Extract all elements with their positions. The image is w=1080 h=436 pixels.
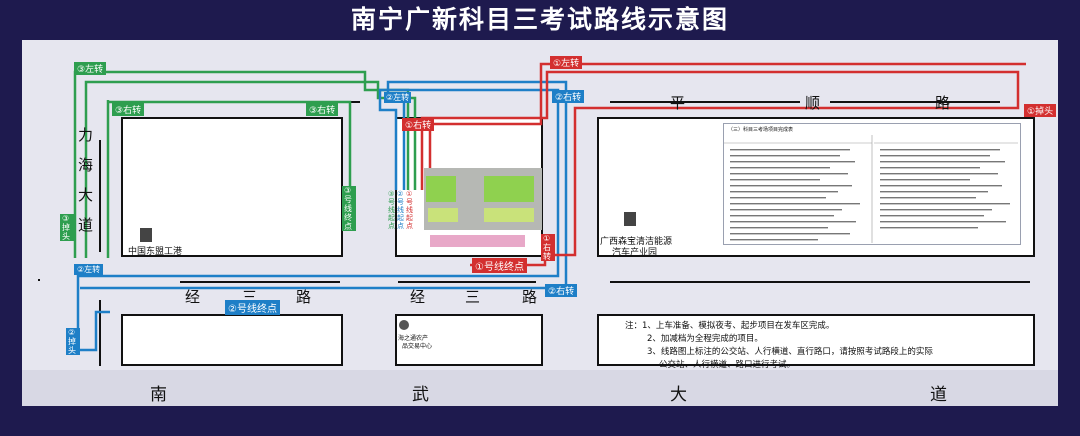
bottom-band xyxy=(0,406,1080,432)
label-r1-right: ①右转 xyxy=(402,118,435,131)
panel-lines xyxy=(724,135,1018,243)
label-r2-left-top: ②左转 xyxy=(384,92,412,103)
road-jingsan2-2: 三 xyxy=(465,288,481,306)
block-dongmeng xyxy=(121,117,343,257)
panel-title: （三）科目三考场项目完成表 xyxy=(728,127,794,133)
place-haizhitong-2: 品交易中心 xyxy=(402,343,433,350)
building-icon xyxy=(624,212,636,226)
panel-text-blocks xyxy=(730,149,1010,241)
exam-site-zone-a xyxy=(426,176,456,202)
label-r1-end: ①号线终点 xyxy=(472,258,527,273)
page-title: 南宁广新科目三考试路线示意图 xyxy=(350,5,729,34)
road-nanwu-1: 南 xyxy=(150,385,167,405)
road-lihai-4: 道 xyxy=(78,216,94,234)
road-jingsan2-1: 经 xyxy=(410,288,426,306)
label-r3-right: ③右转 xyxy=(112,103,145,116)
road-lihai-1: 力 xyxy=(78,126,94,144)
exam-site-zone-d xyxy=(484,208,534,222)
building-icon xyxy=(140,228,152,242)
road-nanwu-3: 大 xyxy=(670,385,687,405)
exam-site-zone-c xyxy=(428,208,458,222)
place-haizhitong-1: 海之通农产 xyxy=(398,335,429,342)
label-r3-right-2: ③右转 xyxy=(306,103,339,116)
label-r3-end: ③号线终点 xyxy=(342,186,356,231)
road-pingshun-1: 平 xyxy=(670,94,686,112)
road-jingsan-1: 经 xyxy=(185,288,201,306)
label-r2-uturn: ②掉头 xyxy=(66,328,80,355)
exam-site-zone-b xyxy=(484,176,534,202)
place-dongmeng: 中国东盟工港 xyxy=(128,247,183,257)
label-r2-right-bottom: ②右转 xyxy=(545,284,578,297)
note-line-2: 2、加减档为全程完成的项目。 xyxy=(647,334,763,344)
label-r3-start: ③号线起点 xyxy=(388,190,395,230)
road-nanwu-2: 武 xyxy=(412,385,429,405)
nanwu-road xyxy=(22,370,1058,406)
title-band xyxy=(0,0,1080,40)
road-lihai-3: 大 xyxy=(78,186,94,204)
notes-block: 注：1、上车准备、模拟夜考、起步项目在发车区完成。 2、加减档为全程完成的项目。… xyxy=(625,320,985,372)
label-r1-left: ①左转 xyxy=(550,56,583,69)
block-notes xyxy=(597,314,1035,366)
project-table-panel: （三）科目三考场项目完成表 xyxy=(723,123,1021,245)
label-r1-right-vertical: ①右转 xyxy=(541,234,555,261)
place-guangxi-2: 汽车产业园 xyxy=(612,248,658,258)
road-pingshun-2: 顺 xyxy=(805,94,821,112)
label-r2-right: ②右转 xyxy=(552,90,585,103)
place-guangxi-1: 广西森宝清洁能源 xyxy=(600,237,673,247)
block-haizhitong xyxy=(395,314,543,366)
note-line-3: 3、线路图上标注的公交站、人行横道、直行路口，请按照考试路段上的实际 xyxy=(647,347,933,357)
road-jingsan-3: 路 xyxy=(296,288,312,306)
label-r2-left: ②左转 xyxy=(74,264,104,275)
road-jingsan2-3: 路 xyxy=(522,288,538,306)
road-nanwu-4: 道 xyxy=(930,385,947,405)
road-lihai-2: 海 xyxy=(78,156,94,174)
exam-site-building xyxy=(430,235,525,247)
panel-rows xyxy=(724,135,1018,243)
block-sw xyxy=(121,314,343,366)
label-r3-uturn: ③掉头 xyxy=(60,214,74,241)
label-r1-start: ①号线起点 xyxy=(406,190,413,230)
location-icon xyxy=(399,320,409,330)
note-line-4: 公交站、人行横道、路口进行考试。 xyxy=(659,360,796,370)
road-pingshun-3: 路 xyxy=(935,94,951,112)
label-r3-left: ③左转 xyxy=(74,62,107,75)
label-r1-uturn: ①掉头 xyxy=(1024,104,1057,117)
route-3-line xyxy=(73,70,417,258)
label-r2-start: ②号线起点 xyxy=(397,190,404,230)
label-r2-end: ②号线终点 xyxy=(225,300,280,315)
note-line-1: 注：1、上车准备、模拟夜考、起步项目在发车区完成。 xyxy=(625,321,835,331)
